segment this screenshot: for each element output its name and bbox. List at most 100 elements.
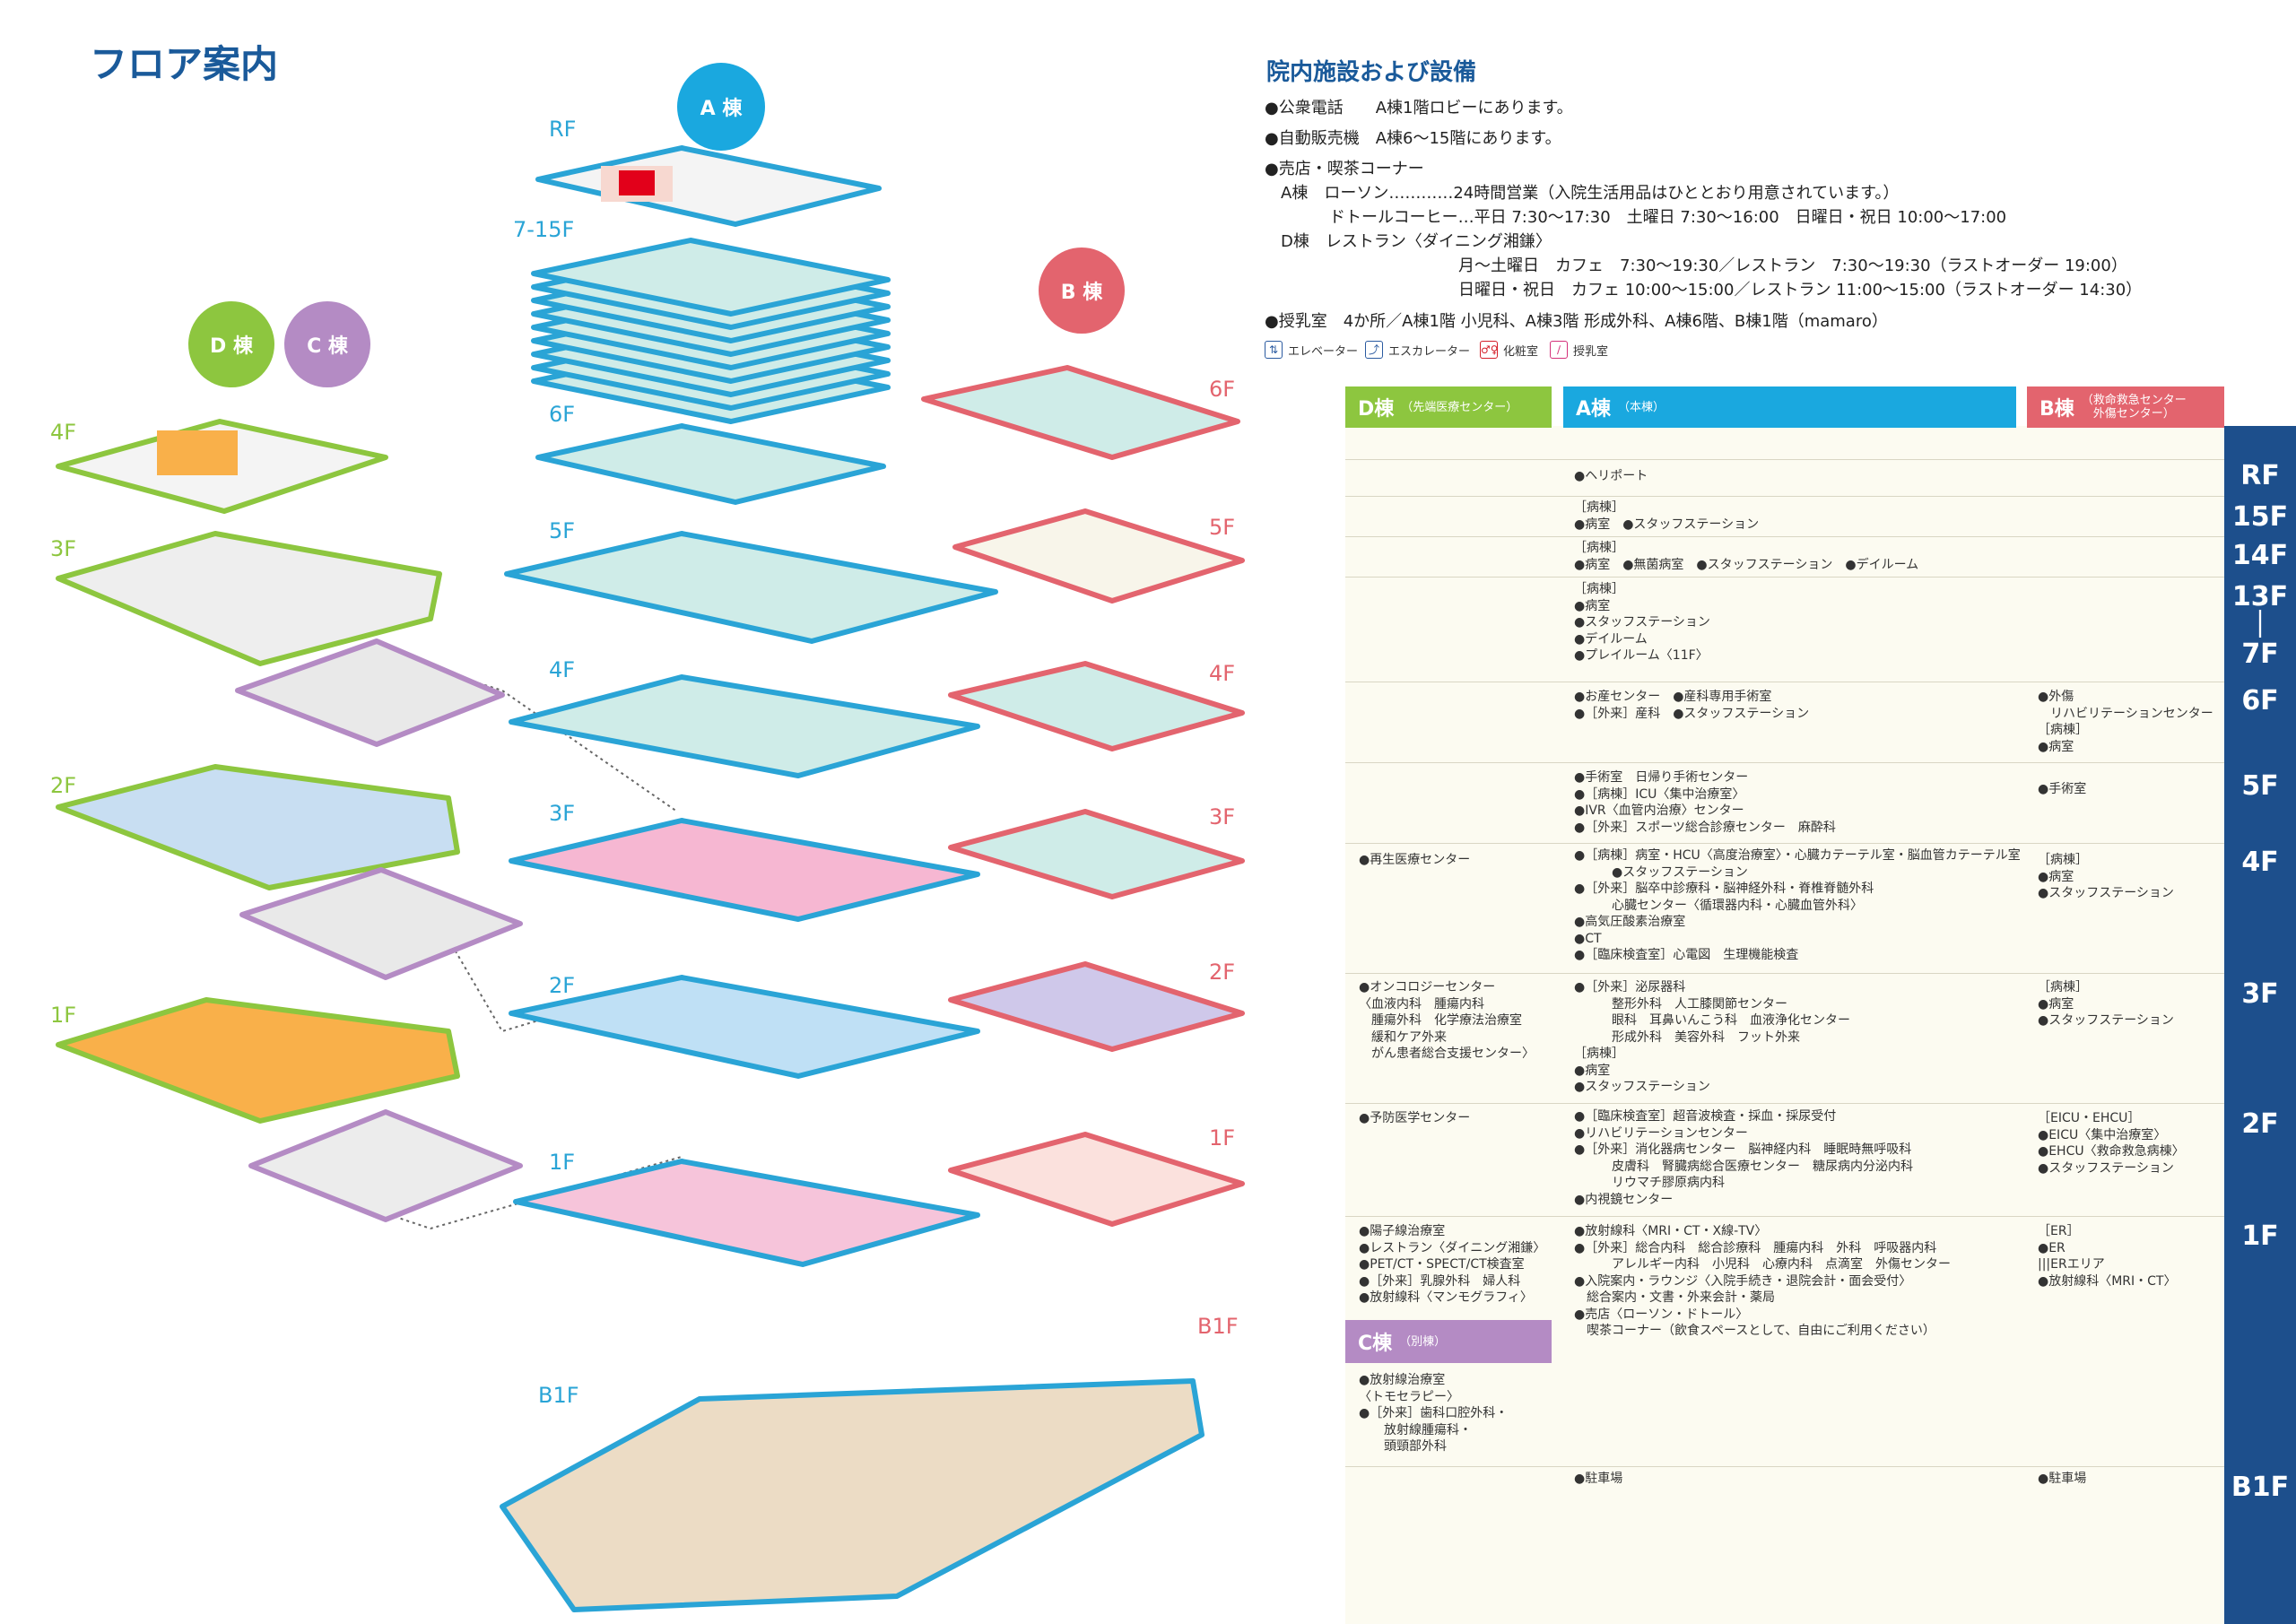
directory-entry: 整形外科 人工膝関節センター — [1574, 996, 1787, 1012]
row-divider — [1345, 762, 2224, 763]
map-label-d-4f: 4F — [50, 420, 77, 445]
row-divider — [1345, 843, 2224, 844]
directory-entry: ●放射線科〈マンモグラフィ〉 — [1359, 1290, 1533, 1305]
directory-entry: ●ER — [2038, 1240, 2066, 1255]
row-divider — [1345, 1466, 2224, 1467]
directory-entry: ●［臨床検査室］心電図 生理機能検査 — [1574, 948, 1799, 962]
directory-entry: ●スタッフステーション — [2038, 1013, 2174, 1028]
map-label-b-2f: 2F — [1209, 960, 1236, 985]
floor-map — [56, 145, 1245, 1612]
directory-entry: 総合案内・文書・外来会計・薬局 — [1574, 1290, 1775, 1305]
cell-b-4f: ［病棟］●病室●スタッフステーション — [2038, 852, 2174, 902]
building-c-badge: C 棟 — [284, 301, 370, 387]
map-label-d-3f: 3F — [50, 536, 77, 561]
directory-entry: ［病棟］ — [2038, 980, 2088, 994]
cell-b-6f: ●外傷 リハビリテーションセンター［病棟］●病室 — [2038, 689, 2213, 755]
map-label-a-2f: 2F — [549, 973, 576, 998]
building-d-floors — [56, 419, 460, 1124]
directory-entry: 形成外科 美容外科 フット外来 — [1574, 1029, 1800, 1045]
b-2f-floor — [948, 961, 1245, 1052]
directory-entry: ［ER］ — [2038, 1224, 2080, 1238]
row-divider — [1345, 577, 2224, 578]
cell-b-b1f: ●駐車場 — [2038, 1471, 2086, 1488]
directory-entry: ［病棟］ — [1574, 1046, 1624, 1061]
directory-entry: ●［外来］スポーツ総合診療センター 麻酔科 — [1574, 820, 1836, 835]
a-4f-floor — [509, 674, 980, 778]
directory-entry: ●EICU〈集中治療室〉 — [2038, 1127, 2167, 1142]
legend-restroom: ♂♀化粧室 — [1480, 341, 1538, 359]
map-label-a-5f: 5F — [549, 518, 576, 543]
directory-entry: ●［外来］消化器病センター 脳神経内科 睡眠時無呼吸科 — [1574, 1142, 1912, 1157]
row-divider — [1345, 496, 2224, 497]
cell-a-13f-7f: ［病棟］●病室●スタッフステーション●デイルーム●プレイルーム〈11F〉 — [1574, 581, 1710, 664]
directory-entry: ●［外来］総合内科 総合診療科 腫瘍内科 外科 呼吸器内科 — [1574, 1240, 1937, 1255]
cell-b-1f: ［ER］ ●ER |||ERエリア●放射線科〈MRI・CT〉 — [2038, 1223, 2176, 1290]
directory-entry: ●［外来］歯科口腔外科・ — [1359, 1406, 1509, 1420]
directory-entry: 緩和ケア外来 — [1359, 1029, 1447, 1045]
directory-entry: |||ERエリア — [2038, 1257, 2105, 1272]
d-4f-orange-zone — [157, 430, 238, 475]
map-label-b-3f: 3F — [1209, 804, 1236, 829]
directory-entry: ●［外来］脳卒中診療科・脳神経外科・脊椎脊髄外科 — [1574, 881, 1874, 896]
escalator-icon: ⤴ — [1365, 341, 1383, 359]
facility-line: ●自動販売機 A棟6～15階にあります。 — [1265, 129, 1561, 148]
cell-c-1f: ●放射線治療室〈トモセラピー〉●［外来］歯科口腔外科・ 放射線腫瘍科・ 頭頸部外… — [1359, 1372, 1508, 1455]
map-label-a-b1f: B1F — [538, 1383, 579, 1408]
directory-entry: ●レストラン〈ダイニング湘鎌〉 — [1359, 1240, 1546, 1255]
directory-entry: ●スタッフステーション — [2038, 1160, 2174, 1176]
elevator-icon: ⇅ — [1265, 341, 1283, 359]
floor-label-5f: 5F — [2241, 770, 2279, 802]
directory-entry: ●放射線科〈MRI・CT〉 — [2038, 1273, 2177, 1289]
directory-entry: ●陽子線治療室 — [1359, 1224, 1446, 1238]
floor-label-15f: 15F — [2231, 501, 2289, 533]
directory-entry: ●［外来］乳腺外科 婦人科 — [1359, 1273, 1521, 1289]
cell-b-2f: ［EICU・EHCU］●EICU〈集中治療室〉●EHCU〈救命救急病棟〉●スタッ… — [2038, 1110, 2185, 1177]
directory-entry: 〈血液内科 腫瘍内科 — [1359, 996, 1484, 1012]
directory-entry: ●オンコロジーセンター — [1359, 980, 1496, 994]
building-d-badge: D 棟 — [188, 301, 274, 387]
directory-entry: ［病棟］ — [2038, 853, 2088, 867]
floor-label-2f: 2F — [2241, 1108, 2279, 1140]
page-title: フロア案内 — [90, 42, 279, 86]
a-5f-floor — [504, 531, 998, 644]
map-label-b-4f: 4F — [1209, 661, 1236, 686]
b-3f-floor — [948, 809, 1245, 899]
facility-line: D棟 レストラン〈ダイニング湘鎌〉 — [1265, 232, 1552, 251]
floor-label-1f: 1F — [2241, 1220, 2279, 1252]
row-divider — [1345, 1216, 2224, 1217]
floor-label-4f: 4F — [2241, 847, 2279, 878]
b-5f-floor — [952, 508, 1245, 604]
directory-entry: がん患者総合支援センター〉 — [1359, 1046, 1535, 1061]
directory-entry: ●病室 ●スタッフステーション — [1574, 517, 1760, 532]
building-a-floors — [500, 145, 1205, 1612]
d-1f-floor — [56, 997, 460, 1124]
directory-entry: ●スタッフステーション — [2038, 886, 2174, 900]
b-1f-floor — [948, 1132, 1245, 1227]
d-3f-floor — [56, 531, 442, 666]
directory-entry: ●［外来］産科 ●スタッフステーション — [1574, 706, 1810, 721]
directory-entry: ●入院案内・ラウンジ〈入院手続き・退院会計・面会受付〉 — [1574, 1273, 1912, 1289]
directory-entry: ●病室 — [2038, 996, 2074, 1012]
row-divider — [1345, 459, 2224, 460]
cell-a-4f: ●［病棟］病室・HCU〈高度治療室〉・心臓カテーテル室・脳血管カテーテル室 ●ス… — [1574, 847, 2021, 964]
map-label-d-1f: 1F — [50, 1003, 77, 1028]
directory-entry: アレルギー内科 小児科 心療内科 点滴室 外傷センター — [1574, 1257, 1951, 1272]
directory-entry: ●放射線科〈MRI・CT・X線-TV〉 — [1574, 1224, 1768, 1238]
cell-a-2f: ●［臨床検査室］超音波検査・採血・採尿受付●リハビリテーションセンター●［外来］… — [1574, 1108, 1913, 1208]
map-label-d-2f: 2F — [50, 773, 77, 798]
directory-entry: リハビリテーションセンター — [2038, 706, 2213, 721]
cell-a-1f: ●放射線科〈MRI・CT・X線-TV〉 ●［外来］総合内科 総合診療科 腫瘍内科 … — [1574, 1223, 1951, 1340]
c-3f-floor — [235, 638, 505, 747]
map-label-a-7-15f: 7-15F — [513, 217, 575, 242]
directory-entry: ●予防医学センター — [1359, 1111, 1471, 1125]
directory-entry: ［EICU・EHCU］ — [2038, 1111, 2141, 1125]
directory-entry: 放射線腫瘍科・ — [1359, 1422, 1472, 1437]
directory-entry: ●放射線治療室 — [1359, 1373, 1446, 1387]
b-6f-floor — [921, 365, 1240, 460]
facility-line: ●売店・喫茶コーナー — [1265, 160, 1424, 178]
cell-d-2f: ●予防医学センター — [1359, 1110, 1470, 1127]
directory-entry: ●リハビリテーションセンター — [1574, 1125, 1748, 1141]
directory-entry: ●内視鏡センター — [1574, 1192, 1674, 1207]
cell-a-b1f: ●駐車場 — [1574, 1471, 1622, 1488]
legend-nursing-room: ∕授乳室 — [1550, 341, 1608, 359]
